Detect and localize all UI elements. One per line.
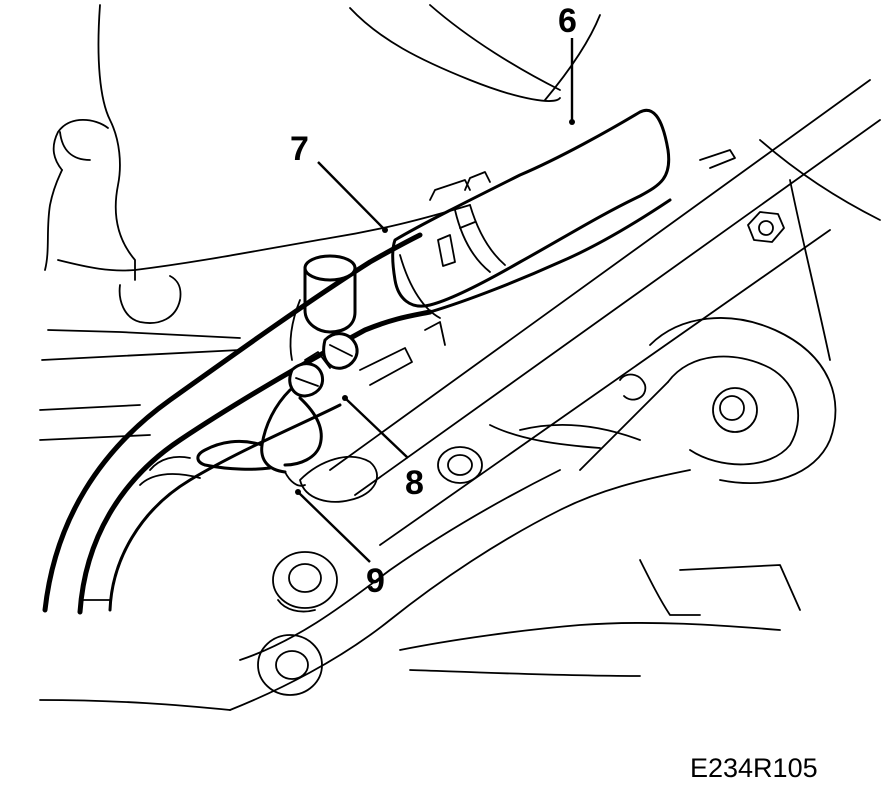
callout-9: 9 [366, 562, 385, 600]
leader-9 [297, 491, 371, 563]
reference-code: E234R105 [690, 753, 818, 783]
electrical-connectors [139, 332, 359, 487]
callout-8: 8 [405, 464, 424, 502]
fuel-lines [42, 198, 672, 615]
callout-6: 6 [558, 2, 577, 40]
frame-rail [329, 79, 881, 546]
leader-7-dot [382, 227, 388, 233]
leader-9-dot [295, 489, 301, 495]
upper-right-bolt [747, 211, 785, 243]
control-arm [39, 317, 837, 711]
callout-leaders [295, 38, 575, 563]
callout-7: 7 [290, 130, 309, 168]
fuel-filter-6 [391, 108, 671, 319]
lower-bolts [257, 446, 483, 696]
leader-8 [344, 397, 409, 459]
leader-6-dot [569, 119, 575, 125]
leader-7 [317, 161, 386, 231]
mounting-bracket [299, 423, 641, 503]
leader-8-dot [342, 395, 348, 401]
body-panel-outline [39, 4, 601, 441]
pipe-stub [289, 254, 357, 361]
